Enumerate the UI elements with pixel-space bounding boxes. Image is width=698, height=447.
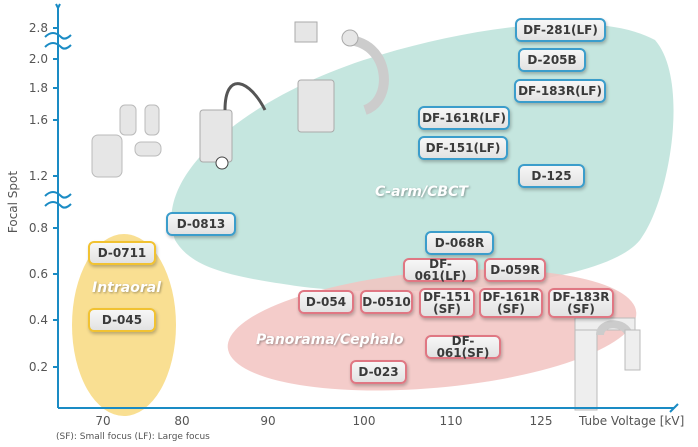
x-tick: 90 xyxy=(260,414,276,428)
x-tick: 80 xyxy=(174,414,190,428)
y-tick: 1.8 xyxy=(28,81,48,95)
model-label: D-023 xyxy=(350,360,407,384)
x-tick: 70 xyxy=(95,414,111,428)
footnote: (SF): Small focus (LF): Large focus xyxy=(56,432,210,442)
y-tick: 2.8 xyxy=(28,21,48,35)
y-axis-title: Focal Spot xyxy=(6,170,20,234)
model-label: DF-061(LF) xyxy=(403,258,478,282)
device-image-panoramic xyxy=(574,317,641,411)
region-label-carm: C-arm/CBCT xyxy=(375,184,468,200)
y-tick: 1.2 xyxy=(28,169,48,183)
region-label-panorama: Panorama/Cephalo xyxy=(256,332,404,348)
model-label: D-0510 xyxy=(360,290,413,314)
model-label: D-068R xyxy=(425,231,494,255)
device-image-intraoral xyxy=(91,104,162,178)
region-label-intraoral: Intraoral xyxy=(92,280,161,296)
model-label: D-125 xyxy=(518,164,585,188)
model-label: DF-183R (SF) xyxy=(548,288,614,318)
model-label: DF-183R(LF) xyxy=(514,79,606,103)
model-label: D-059R xyxy=(484,258,546,282)
x-tick: 110 xyxy=(439,414,463,428)
y-tick: 0.2 xyxy=(28,360,48,374)
y-tick: 2.0 xyxy=(28,52,48,66)
x-tick: 125 xyxy=(529,414,553,428)
model-label: D-205B xyxy=(518,48,586,72)
model-label: D-0711 xyxy=(88,241,156,265)
model-label: DF-281(LF) xyxy=(515,18,606,42)
y-tick: 1.6 xyxy=(28,113,48,127)
y-tick: 0.6 xyxy=(28,267,48,281)
x-axis-title: Tube Voltage [kV] xyxy=(579,414,685,428)
x-tick: 100 xyxy=(352,414,376,428)
model-label: DF-161R (SF) xyxy=(479,288,543,318)
y-tick: 0.8 xyxy=(28,221,48,235)
model-label: D-045 xyxy=(88,308,156,332)
model-label: DF-151(LF) xyxy=(418,136,508,160)
model-label: DF-061(SF) xyxy=(425,335,501,359)
model-label: D-0813 xyxy=(166,212,236,236)
device-image-mobile-xray xyxy=(199,82,267,170)
y-tick: 0.4 xyxy=(28,313,48,327)
device-image-carm xyxy=(294,21,389,133)
model-label: DF-161R(LF) xyxy=(418,106,510,130)
model-label: D-054 xyxy=(298,290,354,314)
axes xyxy=(44,3,679,413)
model-label: DF-151 (SF) xyxy=(419,288,475,318)
